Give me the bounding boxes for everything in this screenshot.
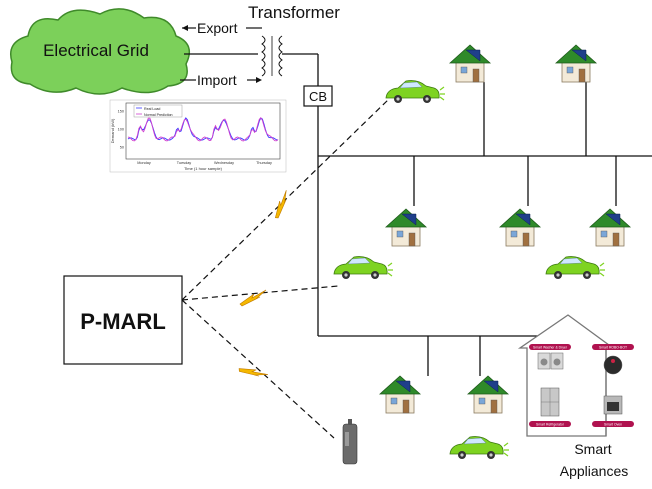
water-heater-icon [342, 419, 358, 465]
import-indicator: Import [180, 72, 262, 88]
circuit-breaker: CB [303, 85, 333, 107]
electric-car-icon [545, 255, 606, 280]
appliance-banner [592, 421, 634, 427]
inset-y-tick: 100 [118, 127, 124, 131]
inset-xlabel: Time (1 hour sample) [184, 166, 223, 171]
appliance-label: Smart ROBO-BOT [599, 346, 627, 350]
inset-x-tick: Thursday [256, 161, 272, 165]
house-icon [379, 375, 421, 414]
export-label: Export [197, 20, 238, 36]
smart-label-line1: Smart [574, 441, 611, 457]
wireless-links [181, 97, 391, 439]
appliance-label: Smart Refrigerator [536, 423, 565, 427]
electric-car-icon [333, 255, 394, 280]
appliance-label: Smart Oven [604, 423, 622, 427]
appliance-label: Smart Washer & Dryer [533, 346, 568, 350]
appliance-banner [529, 344, 571, 350]
distribution-lines [317, 54, 652, 376]
transformer-label: Transformer [248, 3, 340, 22]
prediction-series [127, 116, 279, 142]
inset-y-tick: 50 [120, 145, 124, 149]
smart-label-line2: Appliances [560, 463, 629, 479]
house-icon [499, 208, 541, 247]
house-icon [467, 375, 509, 414]
controller-label: P-MARL [80, 309, 166, 334]
oven-icon [603, 395, 623, 415]
export-indicator: Export [182, 20, 262, 36]
wireless-bolt-icon [266, 189, 297, 220]
wireless-bolt-icon [239, 289, 267, 307]
inset-x-tick: Tuesday [177, 161, 192, 165]
electric-car-icon [449, 435, 510, 460]
legend-pred: Normal Prediction [144, 113, 173, 117]
robot-vacuum-icon [603, 355, 623, 375]
house-icon [449, 44, 491, 83]
inset-y-tick: 150 [118, 109, 124, 113]
inset-x-tick: Monday [137, 161, 151, 165]
inset-legend: Real Load Normal Prediction [133, 104, 183, 118]
import-label: Import [197, 72, 237, 88]
electric-car-icon [385, 79, 446, 104]
house-icon [589, 208, 631, 247]
washer-dryer-icon [537, 352, 564, 370]
inset-x-tick: Wednesday [214, 161, 234, 165]
p-marl-controller: P-MARL [63, 275, 183, 365]
transformer: Transformer [248, 3, 340, 77]
grid-label: Electrical Grid [43, 41, 149, 60]
appliance-banner [592, 344, 634, 350]
house-icon [385, 208, 427, 247]
refrigerator-icon [540, 387, 560, 417]
legend-real: Real Load [144, 107, 160, 111]
house-icon [555, 44, 597, 83]
cb-label: CB [309, 89, 327, 104]
smart-appliances-house: Smart Washer & Dryer Smart ROBO-BOT Smar… [517, 314, 634, 479]
appliance-banner [529, 421, 571, 427]
inset-ylabel: Demand (kW) [110, 118, 115, 143]
electrical-grid-cloud: Electrical Grid [10, 8, 191, 95]
wireless-bolt-icon [237, 357, 269, 388]
